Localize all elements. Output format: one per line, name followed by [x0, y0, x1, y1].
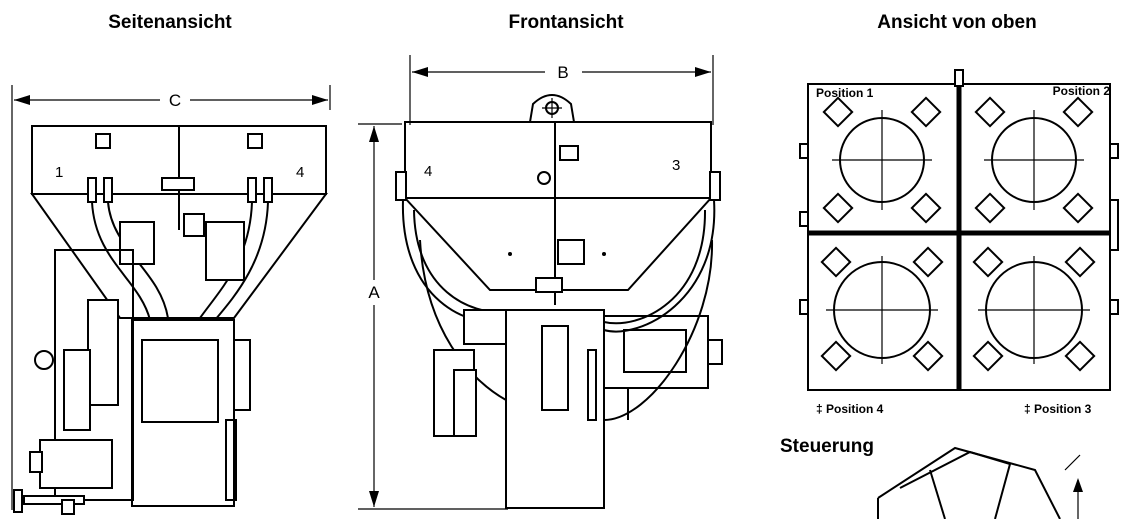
latch-icon [95, 133, 111, 149]
title-front-view: Frontansicht [508, 12, 624, 33]
title-top-view: Ansicht von oben [877, 12, 1036, 33]
dimension-b: B [409, 55, 714, 125]
position-3-marker: ‡ [1024, 402, 1031, 416]
title-control: Steuerung [780, 436, 874, 457]
hopper-label-4: 4 [296, 164, 304, 181]
quadrant-position-1 [822, 96, 942, 224]
position-4-marker: ‡ [816, 402, 823, 416]
title-side-view: Seitenansicht [108, 12, 232, 33]
dimension-a: A [358, 123, 508, 510]
quadrant-position-3 [972, 246, 1096, 372]
position-2-label: Position 2 [1053, 84, 1111, 98]
position-3-label: Position 3 [1034, 402, 1092, 416]
hopper-label-3-front: 3 [672, 157, 680, 174]
dimension-c-label: C [169, 91, 181, 110]
side-view: C 1 4 [11, 85, 331, 515]
hopper-label-1: 1 [55, 164, 63, 181]
front-view: B A 4 3 [358, 55, 723, 510]
position-1-label: Position 1 [816, 86, 874, 100]
control-view: Steuerung [780, 436, 1083, 519]
latch-icon [559, 145, 579, 161]
dimension-c: C [11, 85, 331, 510]
top-view: Position 1 Position 2 ‡ Position 4 ‡ Pos… [799, 69, 1119, 416]
quadrant-position-4 [820, 246, 944, 372]
dimension-a-label: A [368, 283, 380, 302]
dimension-b-label: B [557, 63, 568, 82]
latch-icon [247, 133, 263, 149]
quadrant-position-2 [974, 96, 1094, 224]
hopper-label-4-front: 4 [424, 163, 432, 180]
position-4-label: Position 4 [826, 402, 884, 416]
